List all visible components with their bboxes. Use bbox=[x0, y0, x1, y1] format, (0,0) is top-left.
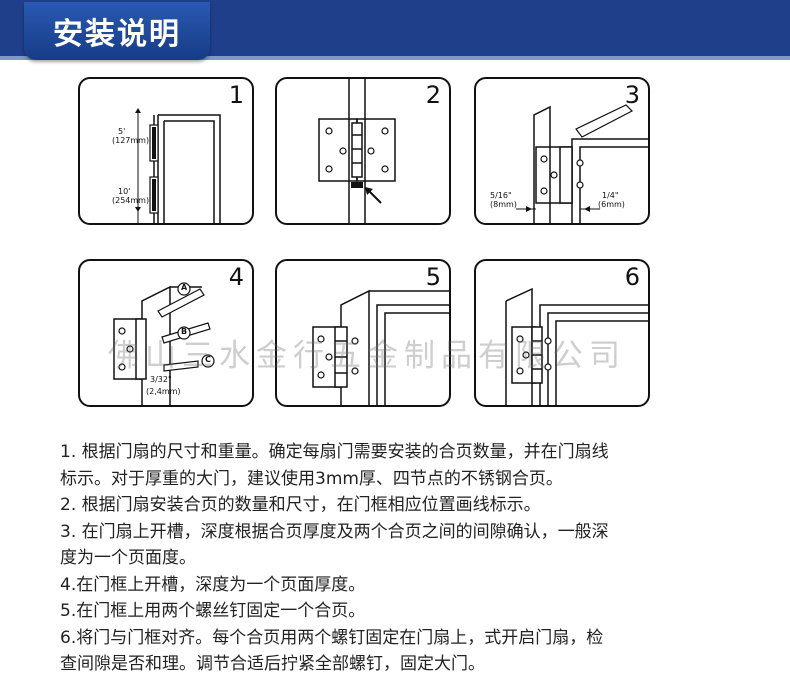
arrow-right-icon bbox=[526, 206, 532, 212]
arrow-icon bbox=[365, 187, 373, 195]
instruction-line: 2. 根据门扇安装合页的数量和尺寸，在门框相应位置画线标示。 bbox=[60, 495, 541, 515]
door-hinge-position-illustration bbox=[135, 108, 221, 223]
step-panel-6: 6 bbox=[474, 259, 650, 407]
hinge-marking-illustration bbox=[318, 79, 396, 223]
instruction-line: 查间隙是否和理。调节合适后拧紧全部螺钉，固定大门。 bbox=[60, 654, 485, 674]
title-tab: 安装说明 bbox=[24, 2, 210, 60]
instruction-line: 度为一个页面度。 bbox=[60, 548, 196, 568]
instruction-line: 5.在门框上用两个螺丝钉固定一个合页。 bbox=[60, 601, 366, 621]
step-panel-5: 5 bbox=[275, 259, 451, 407]
step-number: 2 bbox=[425, 81, 441, 109]
instruction-line: 标示。对于厚重的大门，建议使用3mm厚、四节点的不锈钢合页。 bbox=[60, 468, 563, 489]
arrow-left-icon bbox=[584, 206, 590, 212]
step-panel-3: 3 5/16" (8mm) 1/4" (6mm) bbox=[474, 77, 650, 225]
step-number: 1 bbox=[228, 81, 244, 109]
instruction-line: 6.将门与门框对齐。每个合页用两个螺钉固定在门扇上，式开启门扇，检 bbox=[60, 627, 604, 648]
step-panel-1: 1 5' (127mm) 10' (254mm) bbox=[78, 77, 254, 225]
dimension-label: (127mm) bbox=[112, 136, 150, 145]
instruction-line: 4.在门框上开槽，深度为一个页面厚度。 bbox=[60, 574, 366, 595]
step-number: 6 bbox=[624, 263, 640, 291]
marker-label-b: B bbox=[181, 327, 188, 336]
step-number: 4 bbox=[228, 263, 244, 291]
dimension-label: (6mm) bbox=[598, 200, 625, 209]
frame-groove-illustration bbox=[113, 282, 215, 405]
door-alignment-illustration bbox=[505, 287, 648, 405]
dimension-label: 5' bbox=[118, 127, 126, 136]
dimension-label: 10' bbox=[118, 187, 131, 196]
dimension-label: 5/16" bbox=[490, 191, 512, 200]
dimension-label: (254mm) bbox=[112, 196, 150, 205]
door-groove-illustration bbox=[516, 104, 648, 223]
header-underline bbox=[0, 56, 790, 60]
watermark: 佛山三水金行五金制品有限公司 bbox=[108, 338, 626, 374]
marker-label-c: C bbox=[205, 355, 211, 364]
marker-label-a: A bbox=[181, 283, 188, 292]
dimension-label: 1/4" bbox=[602, 191, 619, 200]
dimension-label: (2,4mm) bbox=[146, 387, 181, 396]
arrow-down-icon bbox=[135, 207, 141, 212]
dimension-label: (8mm) bbox=[490, 200, 517, 209]
dimension-label: 3/32" bbox=[150, 375, 172, 384]
step-panel-4: 4 A B C 3/32" (2,4mm) bbox=[78, 259, 254, 407]
arrow-up-icon bbox=[135, 108, 141, 113]
step-panel-2: 2 bbox=[275, 77, 451, 225]
page-title: 安装说明 bbox=[53, 17, 181, 52]
step-number: 5 bbox=[425, 263, 441, 291]
instructions-text: 1. 根据门扇的尺寸和重量。确定每扇门需要安装的合页数量，并在门扇线 标示。对于… bbox=[60, 439, 740, 678]
step-number: 3 bbox=[624, 81, 640, 109]
instruction-line: 3. 在门扇上开槽，深度根据合页厚度及两个合页之间的间隙确认，一般深 bbox=[60, 521, 609, 542]
hinge-screw-fix-illustration bbox=[312, 289, 449, 405]
instruction-line: 1. 根据门扇的尺寸和重量。确定每扇门需要安装的合页数量，并在门扇线 bbox=[60, 442, 609, 462]
